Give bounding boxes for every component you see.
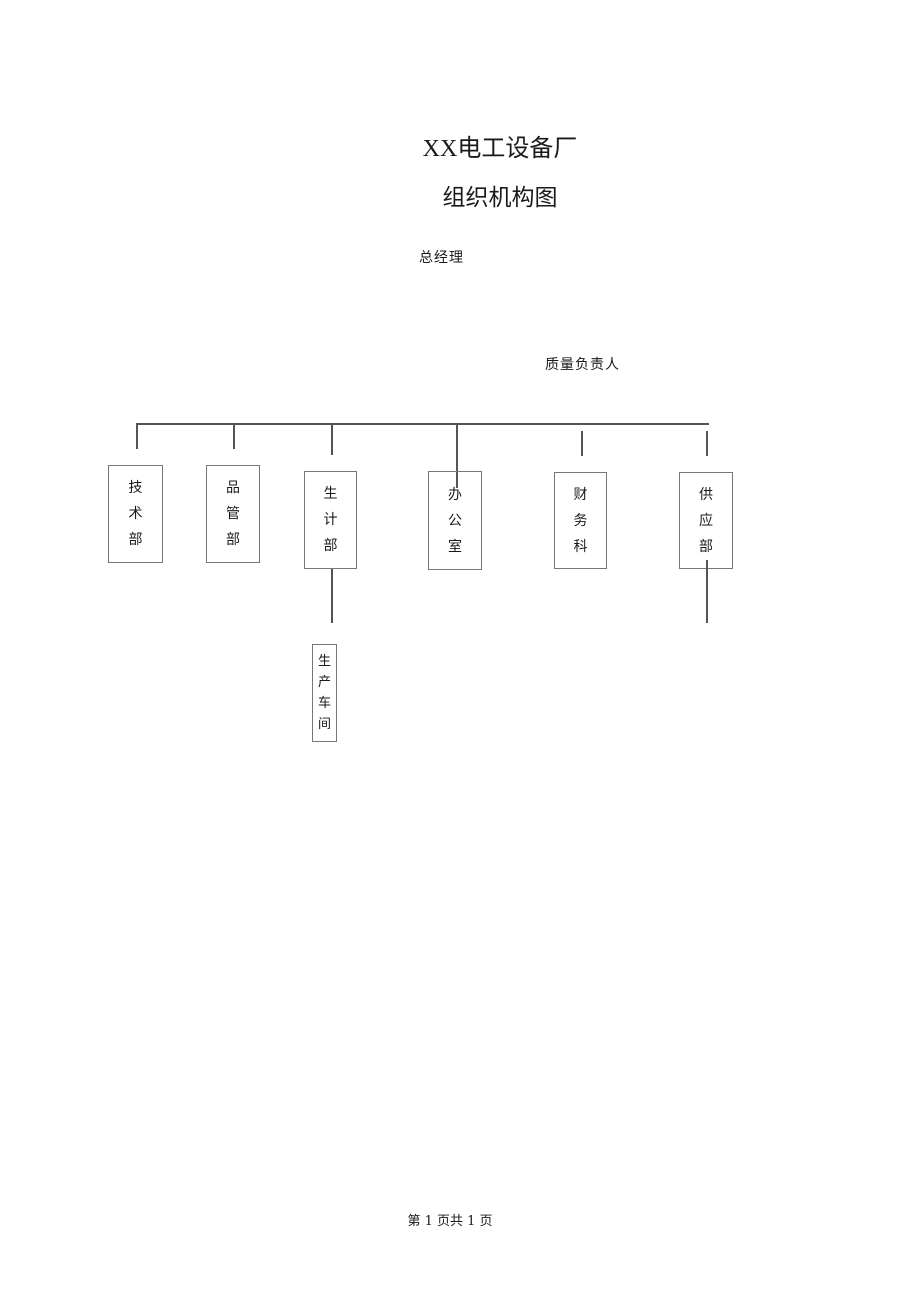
dept-char: 供 — [699, 486, 713, 503]
dept-char: 术 — [128, 506, 143, 522]
unit-char: 车 — [317, 696, 331, 711]
connector-workshop — [331, 569, 333, 623]
dept-box-finance: 财 务 科 — [554, 472, 607, 569]
unit-char: 间 — [317, 717, 331, 732]
dept-char: 科 — [573, 538, 588, 555]
unit-box-workshop: 生 产 车 间 — [312, 644, 337, 742]
dept-char: 生 — [323, 486, 338, 502]
dept-char: 财 — [573, 486, 588, 503]
dept-char: 技 — [128, 480, 143, 496]
connector-planning — [331, 424, 333, 455]
dept-char: 部 — [699, 538, 713, 555]
main-connector-line — [136, 423, 709, 425]
connector-supply — [706, 431, 708, 456]
dept-char: 品 — [226, 480, 240, 496]
dept-box-supply: 供 应 部 — [679, 472, 733, 569]
dept-box-quality-control: 品 管 部 — [206, 465, 260, 563]
dept-char: 部 — [128, 532, 143, 548]
connector-office — [456, 424, 458, 488]
dept-char: 公 — [448, 512, 462, 529]
page-footer: 第 1 页共 1 页 — [407, 1214, 493, 1229]
dept-box-office: 办 公 室 — [428, 471, 482, 570]
dept-char: 管 — [226, 506, 240, 522]
dept-box-planning: 生 计 部 — [304, 471, 357, 569]
general-manager-label: 总经理 — [419, 250, 464, 266]
connector-tech — [136, 424, 138, 449]
quality-manager-label: 质量负责人 — [545, 357, 620, 373]
dept-char: 办 — [448, 486, 462, 503]
dept-char: 务 — [573, 512, 588, 529]
dept-box-tech: 技 术 部 — [108, 465, 163, 563]
unit-char: 产 — [317, 675, 331, 690]
dept-char: 部 — [323, 538, 338, 554]
document-subtitle: 组织机构图 — [442, 185, 558, 211]
dept-char: 部 — [226, 532, 240, 548]
connector-finance — [581, 431, 583, 456]
dept-char: 计 — [323, 512, 338, 528]
document-title: XX电工设备厂 — [422, 136, 578, 162]
dept-char: 应 — [699, 512, 713, 529]
connector-supply-down — [706, 560, 708, 623]
unit-char: 生 — [317, 654, 331, 669]
connector-quality — [233, 424, 235, 449]
dept-char: 室 — [448, 538, 462, 555]
